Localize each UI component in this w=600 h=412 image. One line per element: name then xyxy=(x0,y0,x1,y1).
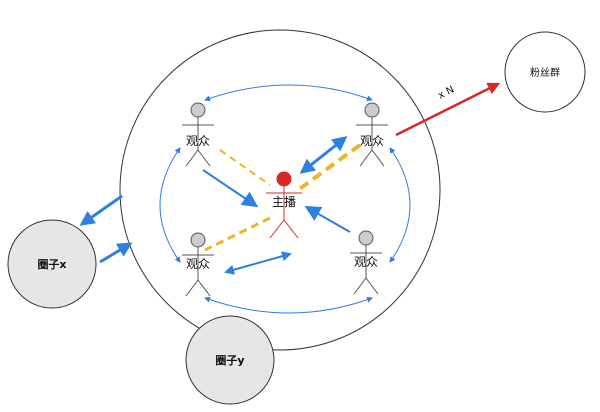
circle-x-label: 圈子x xyxy=(37,258,66,271)
audience-label: 观众 xyxy=(360,134,384,148)
bottom-curve-arrow xyxy=(204,296,373,314)
arrow-room-to-circle-x xyxy=(79,194,123,226)
host-label: 主播 xyxy=(272,195,296,209)
fans-group-label: 粉丝群 xyxy=(530,66,560,79)
left-curve-arrow xyxy=(159,147,181,263)
arrow-circle-x-to-room xyxy=(99,242,133,264)
arrow-topleft-to-host xyxy=(202,169,259,208)
audience-label: 观众 xyxy=(354,255,378,269)
audience-label: 观众 xyxy=(186,134,210,148)
multiplier-label: x N xyxy=(436,84,456,101)
arrow-bottomleft-bottomright-double xyxy=(224,251,292,275)
yellow-dash-top-left xyxy=(219,149,271,186)
live-room-circle xyxy=(119,29,441,351)
audience-top-left: 观众 xyxy=(182,102,214,167)
circle-y-label: 圈子y xyxy=(215,354,244,367)
arrow-host-topright-double xyxy=(299,136,348,174)
circle-y-node: 圈子y xyxy=(185,315,275,405)
circle-x-node: 圈子x xyxy=(7,219,97,309)
audience-label: 观众 xyxy=(186,257,210,271)
arrow-bottomright-to-host xyxy=(304,206,351,233)
right-curve-arrow xyxy=(389,147,411,263)
fans-group-node: 粉丝群 xyxy=(504,31,586,113)
arrow-to-fans-group xyxy=(395,82,501,137)
host-figure: 主播 xyxy=(266,171,302,239)
top-curve-arrow xyxy=(204,84,373,102)
audience-bottom-right: 观众 xyxy=(350,230,382,295)
audience-top-right: 观众 xyxy=(356,102,388,167)
audience-bottom-left: 观众 xyxy=(182,232,214,297)
